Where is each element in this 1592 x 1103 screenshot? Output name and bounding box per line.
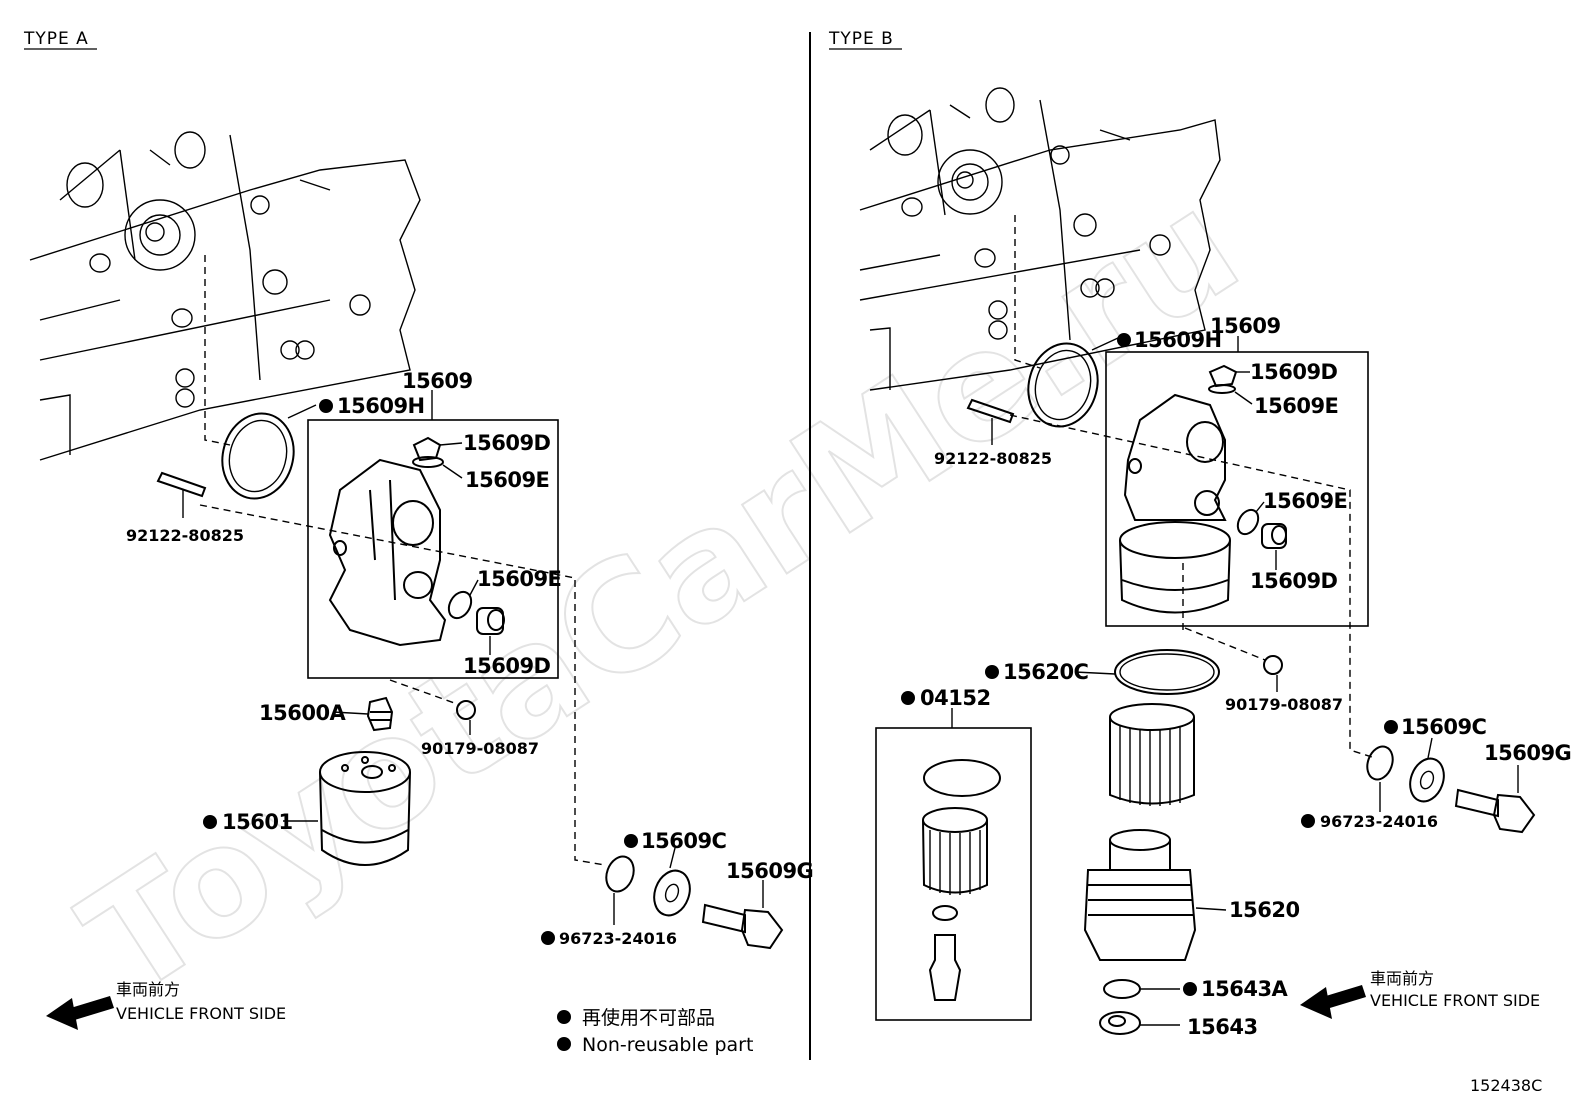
washer-15609c-b (1409, 757, 1445, 803)
label-15609-b: 15609 (1210, 314, 1281, 338)
washer-15609c-a (653, 869, 691, 917)
element-kit-box-04152 (875, 727, 1032, 1021)
label-90179-a: 90179-08087 (421, 739, 539, 758)
label-15601: 15601 (222, 810, 293, 834)
label-15609c-b: 15609C (1401, 715, 1487, 739)
label-15609d-top-b: 15609D (1250, 360, 1338, 384)
label-96723-a: 96723-24016 (559, 929, 677, 948)
label-15609d-side-b: 15609D (1250, 569, 1338, 593)
label-15620c: 15620C (1003, 660, 1089, 684)
gasket-15609e-top-b (1208, 384, 1253, 405)
filter-bracket-a (328, 458, 447, 647)
legend-dot (557, 1010, 571, 1024)
label-15609-a: 15609 (402, 369, 473, 393)
bolt-90179-b (1263, 655, 1283, 692)
label-15609g-b: 15609G (1484, 741, 1571, 765)
front-arrow-a (46, 996, 114, 1030)
o-ring-15609h-b (1027, 342, 1099, 428)
non-reusable-dot (1301, 814, 1315, 828)
label-15609h-b: 15609H (1134, 328, 1222, 352)
label-15643: 15643 (1187, 1015, 1258, 1039)
front-arrow-b (1300, 985, 1366, 1019)
union-bolt-15600a (332, 696, 394, 732)
o-ring-15609h-a (221, 412, 295, 500)
engine-block-b (859, 87, 1221, 391)
element-kit-04152 (922, 759, 1001, 1001)
assembly-box-15609-a (307, 419, 559, 679)
front-jp-b: 車両前方 (1370, 969, 1434, 988)
non-reusable-dot (1183, 982, 1197, 996)
type-a-section: TYPE A (23, 29, 814, 1056)
assembly-box-15609-b (1105, 351, 1369, 627)
label-96723-b: 96723-24016 (1320, 812, 1438, 831)
bolt-15609g-a (701, 880, 784, 950)
label-92122-a: 92122-80825 (126, 526, 244, 545)
label-15609d-top-a: 15609D (463, 431, 551, 455)
label-15609e-top-b: 15609E (1254, 394, 1338, 418)
gasket-15643a (1103, 979, 1141, 999)
label-15643a: 15643A (1201, 977, 1289, 1001)
non-reusable-dot (901, 691, 915, 705)
oil-filter-15601 (283, 751, 411, 866)
non-reusable-dot (1117, 333, 1131, 347)
non-reusable-dot (319, 399, 333, 413)
label-15609g-a: 15609G (726, 859, 813, 883)
legend-dot (557, 1037, 571, 1051)
filter-element-b (1109, 703, 1195, 806)
front-en-b: VEHICLE FRONT SIDE (1370, 991, 1540, 1010)
label-15609d-side-a: 15609D (463, 654, 551, 678)
legend: 再使用不可部品 Non-reusable part (557, 1007, 753, 1056)
gasket-15609e-top-a (412, 456, 463, 479)
non-reusable-dot (985, 665, 999, 679)
front-en-a: VEHICLE FRONT SIDE (116, 1004, 286, 1023)
label-15609e-side-a: 15609E (477, 567, 561, 591)
plug-15609d-side-a (476, 607, 505, 655)
label-15609h-a: 15609H (337, 394, 425, 418)
stud-92122-b (966, 398, 1015, 445)
label-15620: 15620 (1229, 898, 1300, 922)
legend-jp: 再使用不可部品 (582, 1007, 715, 1029)
non-reusable-dot (541, 931, 555, 945)
filter-housing-15620 (1083, 829, 1227, 961)
label-15609e-side-b: 15609E (1263, 489, 1347, 513)
label-15609c-a: 15609C (641, 829, 727, 853)
non-reusable-dot (203, 815, 217, 829)
legend-en: Non-reusable part (582, 1034, 753, 1056)
drain-plug-15643 (1099, 1011, 1180, 1035)
type-b-section: TYPE B (828, 29, 1572, 1039)
o-ring-15620c (1114, 649, 1220, 695)
engine-block-a (29, 131, 421, 461)
stud-92122-a (156, 471, 207, 518)
bolt-15609g-b (1454, 765, 1536, 834)
front-jp-a: 車両前方 (116, 980, 180, 999)
gasket-96723-b (1366, 745, 1394, 781)
gasket-15609e-side-b (1236, 508, 1260, 536)
label-90179-b: 90179-08087 (1225, 695, 1343, 714)
plug-15609d-top-b (1208, 364, 1250, 388)
non-reusable-dot (1384, 720, 1398, 734)
plug-15609d-side-b (1261, 523, 1287, 570)
label-04152: 04152 (920, 686, 991, 710)
label-92122-b: 92122-80825 (934, 449, 1052, 468)
gasket-96723-a (605, 855, 635, 893)
bolt-90179-a (456, 700, 476, 735)
type-b-header: TYPE B (828, 29, 894, 49)
type-a-header: TYPE A (23, 29, 89, 49)
filter-bracket-b (1119, 393, 1231, 614)
non-reusable-dot (624, 834, 638, 848)
gasket-15609e-side-a (447, 590, 473, 620)
label-15600a: 15600A (259, 701, 347, 725)
diagram-id: 152438C (1470, 1076, 1542, 1095)
label-15609e-top-a: 15609E (465, 468, 549, 492)
